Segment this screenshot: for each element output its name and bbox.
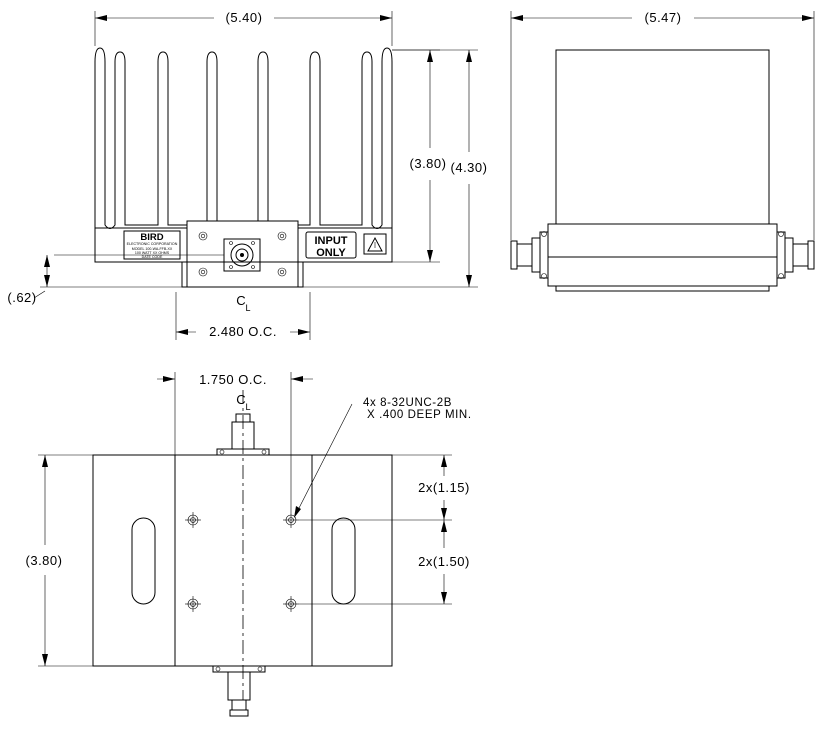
bottom-body: [92, 454, 393, 667]
warning-icon: [363, 233, 387, 255]
threaded-holes: [185, 512, 299, 612]
left-connector: [510, 231, 549, 279]
flange-screws: [198, 231, 287, 277]
label-line4: DATE CODE: [142, 255, 163, 259]
thread-note-line2: X .400 DEEP MIN.: [367, 409, 472, 421]
label-line3: 100 WATT XX OHMS: [135, 251, 170, 255]
front-cl-sub: L: [245, 303, 250, 313]
hole-vertical-dimensions: 2x(1.15) 2x(1.50): [299, 454, 470, 605]
upper-spacing-dim-label: 2x(1.15): [418, 480, 470, 495]
front-view: BIRD ELECTRONIC CORPORATION MODEL 100-WA…: [7, 10, 487, 340]
right-connector: [776, 231, 815, 279]
offset-dim-label: (.62): [7, 290, 36, 305]
side-width-dim-label: (5.47): [645, 10, 682, 25]
label-line2: MODEL 100-WA-FFB-XX: [132, 247, 173, 251]
thread-note-line1: 4x 8-32UNC-2B: [363, 397, 452, 409]
side-connector-band: [547, 223, 778, 287]
offset-dimension: (.62): [7, 255, 182, 305]
front-cl-main: C: [236, 293, 245, 308]
lower-spacing-dim-label: 2x(1.50): [418, 554, 470, 569]
total-height-dimension: (4.30): [303, 49, 488, 288]
left-slot: [131, 517, 156, 605]
bottom-cl-main: C: [236, 392, 245, 407]
bottom-cl-sub: L: [245, 402, 250, 412]
product-label: BIRD ELECTRONIC CORPORATION MODEL 100-WA…: [123, 230, 181, 260]
front-centerline-symbol: C L: [236, 293, 250, 313]
bottom-centerline-symbol: C L: [236, 392, 250, 412]
width-dimension: (5.40): [94, 10, 393, 46]
side-body: [555, 49, 770, 292]
total-height-dim-label: (4.30): [451, 160, 488, 175]
flange-base: [181, 261, 304, 288]
input-label-line2: ONLY: [316, 247, 346, 259]
label-line1: ELECTRONIC CORPORATION: [127, 242, 178, 246]
width-dim-label: (5.40): [226, 10, 263, 25]
hole-spacing-dimension: 1.750 O.C.: [157, 372, 313, 512]
input-label-line1: INPUT: [315, 235, 348, 247]
bottom-height-dim-label: (3.80): [26, 553, 63, 568]
side-width-dimension: (5.47): [510, 10, 815, 240]
side-view: (5.47): [510, 10, 815, 292]
label-brand: BIRD: [140, 232, 163, 243]
fin-height-dimension: (3.80): [392, 49, 447, 263]
thread-note: 4x 8-32UNC-2B X .400 DEEP MIN.: [294, 397, 472, 518]
right-slot: [331, 517, 356, 605]
bottom-view: 1.750 O.C. C L 4x 8-32UNC-2B X .400 DEEP…: [26, 372, 472, 717]
fin-height-dim-label: (3.80): [410, 156, 447, 171]
input-only-label: INPUT ONLY: [305, 231, 357, 259]
mount-spacing-dimension: 2.480 O.C.: [175, 292, 311, 340]
bottom-height-dimension: (3.80): [26, 454, 93, 667]
hole-spacing-dim-label: 1.750 O.C.: [199, 372, 267, 387]
bottom-connector: [212, 665, 266, 717]
connector-face: [223, 238, 261, 272]
mount-spacing-dim-label: 2.480 O.C.: [209, 324, 277, 339]
